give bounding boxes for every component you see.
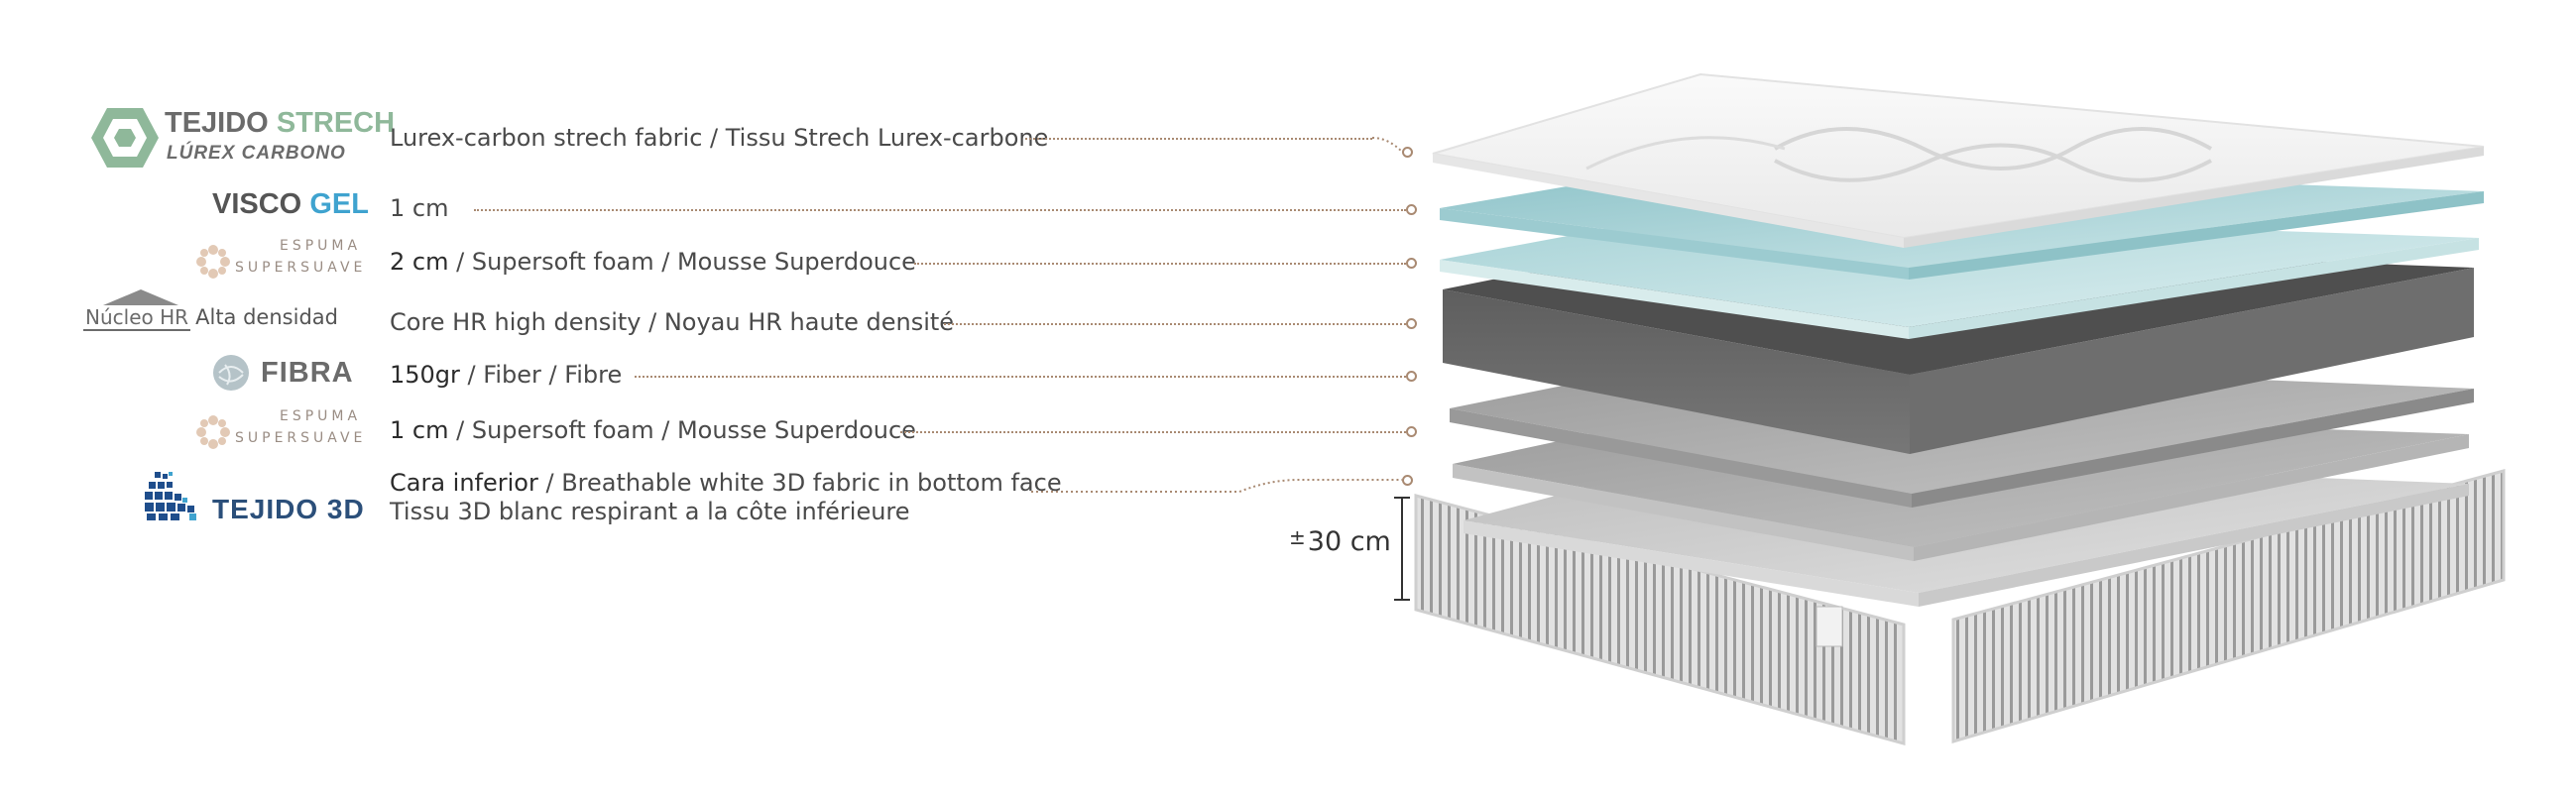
logo-gel-word: GEL: [309, 188, 369, 220]
logo-tejido-strech-word1: TEJIDO: [165, 107, 277, 139]
leader-dot-4: [1406, 318, 1417, 329]
desc-fibra: 150gr / Fiber / Fibre: [390, 361, 623, 389]
flower-icon: [196, 415, 230, 449]
logo-espuma-word: ESPUMA: [280, 408, 362, 424]
leader-dot-6: [1406, 426, 1417, 437]
logo-tejido-strech: TEJIDO STRECH LÚREX CARBONO: [89, 103, 395, 172]
logo-supersuave-word: SUPERSUAVE: [235, 260, 367, 276]
desc-tejido-3d-line2: Tissu 3D blanc respirant a la côte infér…: [390, 498, 910, 525]
desc-nucleo-hr: Core HR high density / Noyau HR haute de…: [390, 308, 955, 336]
desc-espuma-2cm: 2 cm / Supersoft foam / Mousse Superdouc…: [390, 248, 916, 276]
logo-espuma-supersuave-1: ESPUMA SUPERSUAVE: [195, 238, 364, 282]
logo-fibra-word: FIBRA: [261, 357, 354, 389]
logo-lurex-carbono: LÚREX CARBONO: [167, 143, 346, 164]
logo-tejido-3d: TEJIDO 3D: [145, 470, 368, 525]
leader-dot-7: [1402, 475, 1413, 486]
3d-mesh-icon: [145, 472, 196, 520]
leader-line-3: [914, 263, 1406, 265]
desc-tejido-strech: Lurex-carbon strech fabric / Tissu Strec…: [390, 124, 1049, 152]
leader-line-6: [900, 431, 1406, 433]
leader-dot-1: [1402, 147, 1413, 158]
logo-tejido-strech-word2: STRECH: [276, 107, 396, 139]
leader-line-4: [944, 323, 1406, 325]
leader-line-1: [1025, 138, 1372, 140]
leader-dot-2: [1406, 204, 1417, 215]
leader-line-5: [635, 376, 1406, 378]
logo-nucleo-hr: Núcleo HR Alta densidad: [83, 289, 366, 339]
logo-espuma-word: ESPUMA: [280, 238, 362, 254]
height-value: 30 cm: [1307, 526, 1391, 557]
desc-espuma-1cm: 1 cm / Supersoft foam / Mousse Superdouc…: [390, 416, 916, 444]
logo-visco-word: VISCO: [212, 188, 310, 220]
logo-alta-densidad: Alta densidad: [195, 305, 338, 329]
fiber-ball-icon: [213, 355, 249, 391]
leader-dot-3: [1406, 258, 1417, 269]
hexagon-icon: [91, 108, 159, 168]
flower-icon: [196, 245, 230, 279]
logo-espuma-supersuave-2: ESPUMA SUPERSUAVE: [195, 408, 364, 452]
plus-minus-sign: ±: [1289, 525, 1306, 549]
logo-tejido-3d-word: TEJIDO 3D: [212, 494, 365, 524]
height-bracket: [1394, 497, 1410, 601]
logo-fibra: FIBRA: [211, 353, 370, 395]
desc-tejido-3d: Cara inferior / Breathable white 3D fabr…: [390, 469, 1062, 497]
logo-supersuave-word: SUPERSUAVE: [235, 430, 367, 446]
logo-visco-gel: VISCO GEL: [212, 188, 369, 221]
desc-visco-gel: 1 cm: [390, 194, 449, 222]
layer-tejido-strech: [1432, 72, 2485, 248]
roof-icon: [103, 289, 178, 305]
height-label: ±30 cm: [1289, 525, 1391, 557]
leader-dot-5: [1406, 371, 1417, 382]
logo-nucleo-hr-boxed: Núcleo HR: [83, 305, 191, 331]
leader-line-2: [474, 209, 1406, 211]
